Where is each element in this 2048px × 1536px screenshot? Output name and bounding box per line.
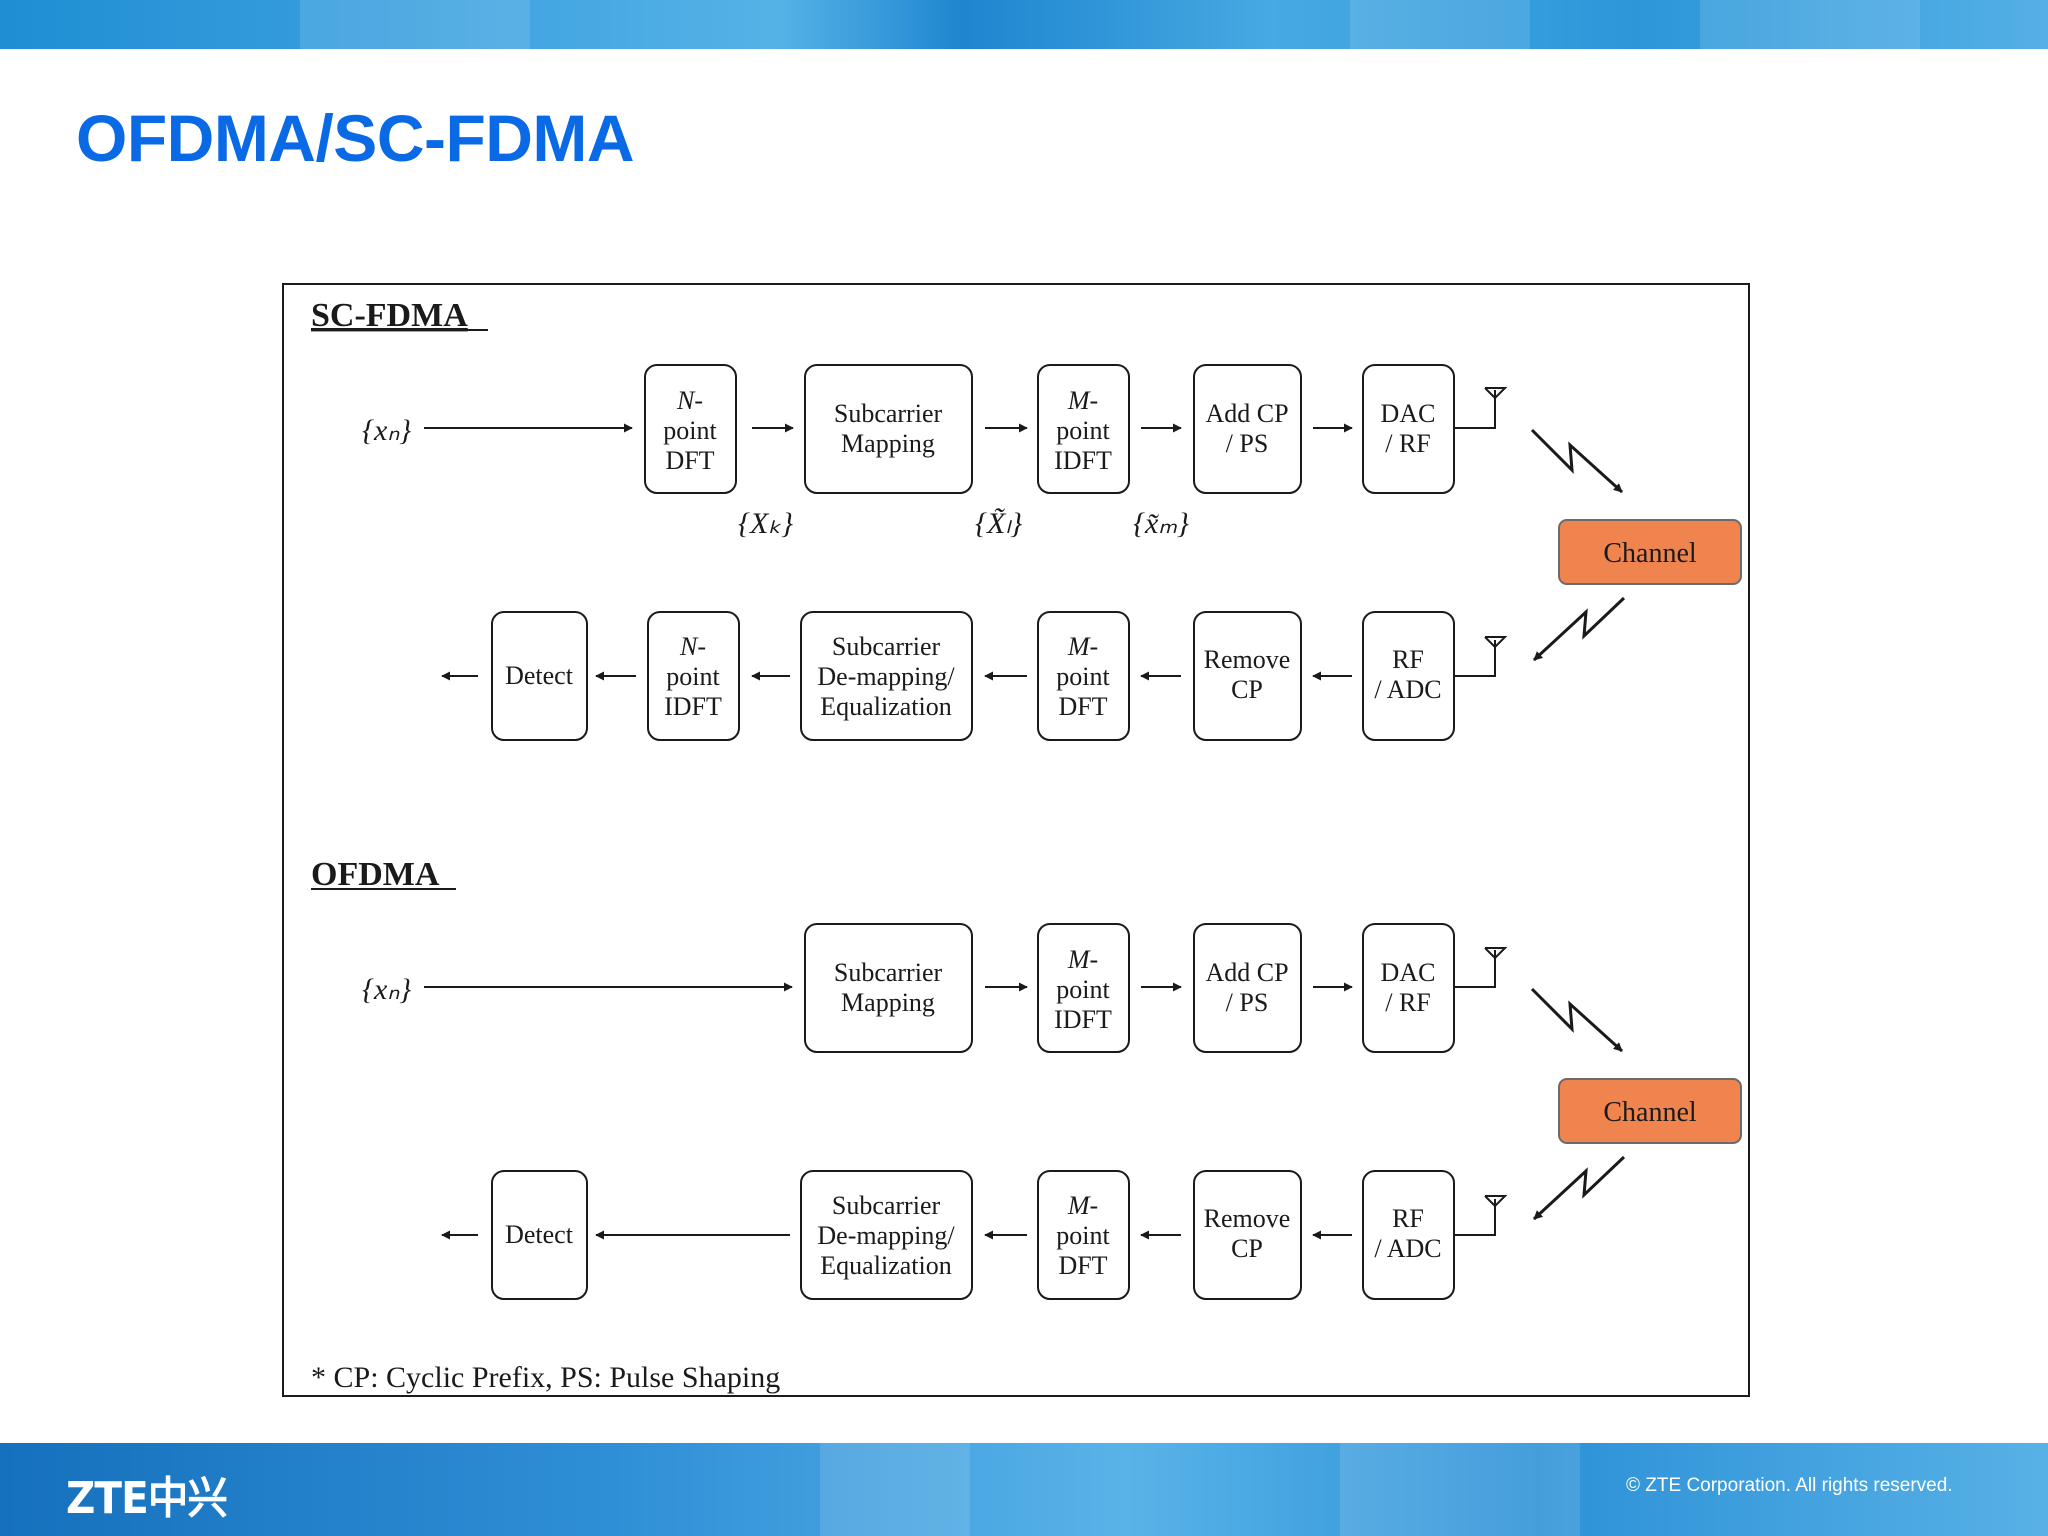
scfdma-tx-add-cp-ps-block: Add CP / PS xyxy=(1193,364,1302,494)
ofdma-tx-add-cp-ps-line2: / PS xyxy=(1226,988,1269,1017)
scfdma-rx-n-point-idft-line1: N- xyxy=(679,632,706,661)
slide-title: OFDMA/SC-FDMA xyxy=(76,101,635,175)
scfdma-rx-m-point-dft-line1: M- xyxy=(1067,632,1098,661)
ofdma-rx-subcarrier-demapping-line1: Subcarrier xyxy=(832,1191,941,1220)
scfdma-tx-m-point-idft-line2: point xyxy=(1056,416,1110,445)
scfdma-tx-m-point-idft-line3: IDFT xyxy=(1054,446,1112,475)
ofdma-tx-dac-rf-line2: / RF xyxy=(1385,988,1431,1017)
scfdma-rx-subcarrier-demapping-line3: Equalization xyxy=(820,692,951,721)
scfdma-rx-rf-adc-line1: RF xyxy=(1392,645,1424,674)
ofdma-rx-subcarrier-demapping-line2: De-mapping/ xyxy=(817,1221,955,1250)
scfdma-signal-xm: {x̃ₘ} xyxy=(1133,507,1189,540)
ofdma-tx-subcarrier-mapping-line1: Subcarrier xyxy=(834,958,943,987)
scfdma-tx-subcarrier-mapping-line2: Mapping xyxy=(841,429,935,458)
scfdma-tx-n-point-dft-line2: point xyxy=(663,416,717,445)
ofdma-tx-add-cp-ps-line1: Add CP xyxy=(1205,958,1288,987)
scfdma-input-signal: {xₙ} xyxy=(362,414,411,447)
ofdma-rx-remove-cp-line1: Remove xyxy=(1204,1204,1291,1233)
scfdma-tx-dac-rf-line1: DAC xyxy=(1381,399,1436,428)
scfdma-rx-subcarrier-demapping-line2: De-mapping/ xyxy=(817,662,955,691)
scfdma-rx-n-point-idft-line2: point xyxy=(666,662,720,691)
ofdma-rx-m-point-dft-block: M- point DFT xyxy=(1037,1170,1130,1300)
scfdma-tx-add-cp-ps-line2: / PS xyxy=(1226,429,1269,458)
scfdma-rx-antenna-icon xyxy=(1454,636,1508,677)
ofdma-rx-rf-adc-line2: / ADC xyxy=(1374,1234,1441,1263)
scfdma-tx-add-cp-ps-line1: Add CP xyxy=(1205,399,1288,428)
ofdma-channel-label: Channel xyxy=(1603,1097,1697,1128)
bottom-footer-band xyxy=(0,1443,2048,1536)
ofdma-tx-subcarrier-mapping-line2: Mapping xyxy=(841,988,935,1017)
scfdma-signal-xl: {X̃ₗ} xyxy=(975,507,1022,540)
diagram-footnote: * CP: Cyclic Prefix, PS: Pulse Shaping xyxy=(311,1361,780,1394)
top-header-band xyxy=(0,0,2048,49)
ofdma-tx-m-point-idft-block: M- point IDFT xyxy=(1037,923,1130,1053)
scfdma-downlink-lightning-icon xyxy=(1530,428,1624,494)
ofdma-rx-antenna-icon xyxy=(1454,1195,1508,1236)
scfdma-signal-xk: {Xₖ} xyxy=(738,507,793,540)
scfdma-rx-n-point-idft-block: N- point IDFT xyxy=(647,611,740,741)
ofdma-rx-m-point-dft-line2: point xyxy=(1056,1221,1110,1250)
scfdma-tx-m-point-idft-block: M- point IDFT xyxy=(1037,364,1130,494)
ofdma-tx-add-cp-ps-block: Add CP / PS xyxy=(1193,923,1302,1053)
scfdma-rx-remove-cp-line2: CP xyxy=(1231,675,1263,704)
ofdma-downlink-lightning-icon xyxy=(1530,987,1624,1053)
scfdma-rx-detect-label: Detect xyxy=(505,661,574,690)
scfdma-tx-n-point-dft-block: N- point DFT xyxy=(644,364,737,494)
ofdma-rx-subcarrier-demapping-block: Subcarrier De-mapping/ Equalization xyxy=(800,1170,973,1300)
scfdma-rx-detect-block: Detect xyxy=(491,611,588,741)
scfdma-rx-m-point-dft-line3: DFT xyxy=(1058,692,1107,721)
scfdma-tx-n-point-dft-line3: DFT xyxy=(665,446,714,475)
ofdma-heading: OFDMA xyxy=(311,856,440,893)
scfdma-channel-label: Channel xyxy=(1603,538,1697,569)
ofdma-input-signal: {xₙ} xyxy=(362,973,411,1006)
ofdma-tx-antenna-icon xyxy=(1454,947,1508,988)
ofdma-rx-remove-cp-line2: CP xyxy=(1231,1234,1263,1263)
scfdma-tx-subcarrier-mapping-block: Subcarrier Mapping xyxy=(804,364,973,494)
scfdma-tx-subcarrier-mapping-line1: Subcarrier xyxy=(834,399,943,428)
scfdma-heading: SC-FDMA xyxy=(311,297,468,334)
ofdma-rx-rf-adc-block: RF / ADC xyxy=(1362,1170,1455,1300)
scfdma-channel-box: Channel xyxy=(1558,519,1742,585)
ofdma-rx-rf-adc-line1: RF xyxy=(1392,1204,1424,1233)
ofdma-tx-m-point-idft-line1: M- xyxy=(1067,945,1098,974)
scfdma-tx-dac-rf-block: DAC / RF xyxy=(1362,364,1455,494)
scfdma-tx-dac-rf-line2: / RF xyxy=(1385,429,1431,458)
ofdma-rx-detect-block: Detect xyxy=(491,1170,588,1300)
ofdma-rx-subcarrier-demapping-line3: Equalization xyxy=(820,1251,951,1280)
ofdma-tx-m-point-idft-line3: IDFT xyxy=(1054,1005,1112,1034)
scfdma-tx-m-point-idft-line1: M- xyxy=(1067,386,1098,415)
ofdma-rx-detect-label: Detect xyxy=(505,1220,574,1249)
scfdma-rx-rf-adc-block: RF / ADC xyxy=(1362,611,1455,741)
ofdma-rx-remove-cp-block: Remove CP xyxy=(1193,1170,1302,1300)
copyright-notice: © ZTE Corporation. All rights reserved. xyxy=(1626,1475,1953,1496)
scfdma-rx-subcarrier-demapping-block: Subcarrier De-mapping/ Equalization xyxy=(800,611,973,741)
ofdma-tx-dac-rf-block: DAC / RF xyxy=(1362,923,1455,1053)
scfdma-rx-m-point-dft-line2: point xyxy=(1056,662,1110,691)
scfdma-uplink-lightning-icon xyxy=(1532,596,1626,662)
scfdma-tx-antenna-icon xyxy=(1454,387,1508,429)
ofdma-tx-subcarrier-mapping-block: Subcarrier Mapping xyxy=(804,923,973,1053)
scfdma-rx-m-point-dft-block: M- point DFT xyxy=(1037,611,1130,741)
ofdma-tx-dac-rf-line1: DAC xyxy=(1381,958,1436,987)
scfdma-rx-n-point-idft-line3: IDFT xyxy=(664,692,722,721)
ofdma-rx-m-point-dft-line3: DFT xyxy=(1058,1251,1107,1280)
scfdma-rx-subcarrier-demapping-line1: Subcarrier xyxy=(832,632,941,661)
scfdma-rx-remove-cp-line1: Remove xyxy=(1204,645,1291,674)
scfdma-rx-remove-cp-block: Remove CP xyxy=(1193,611,1302,741)
ofdma-rx-m-point-dft-line1: M- xyxy=(1067,1191,1098,1220)
ofdma-channel-box: Channel xyxy=(1558,1078,1742,1144)
zte-logo: ZTE中兴 xyxy=(66,1473,228,1524)
scfdma-rx-rf-adc-line2: / ADC xyxy=(1374,675,1441,704)
scfdma-tx-n-point-dft-line1: N- xyxy=(676,386,703,415)
ofdma-tx-m-point-idft-line2: point xyxy=(1056,975,1110,1004)
ofdma-uplink-lightning-icon xyxy=(1532,1155,1626,1221)
